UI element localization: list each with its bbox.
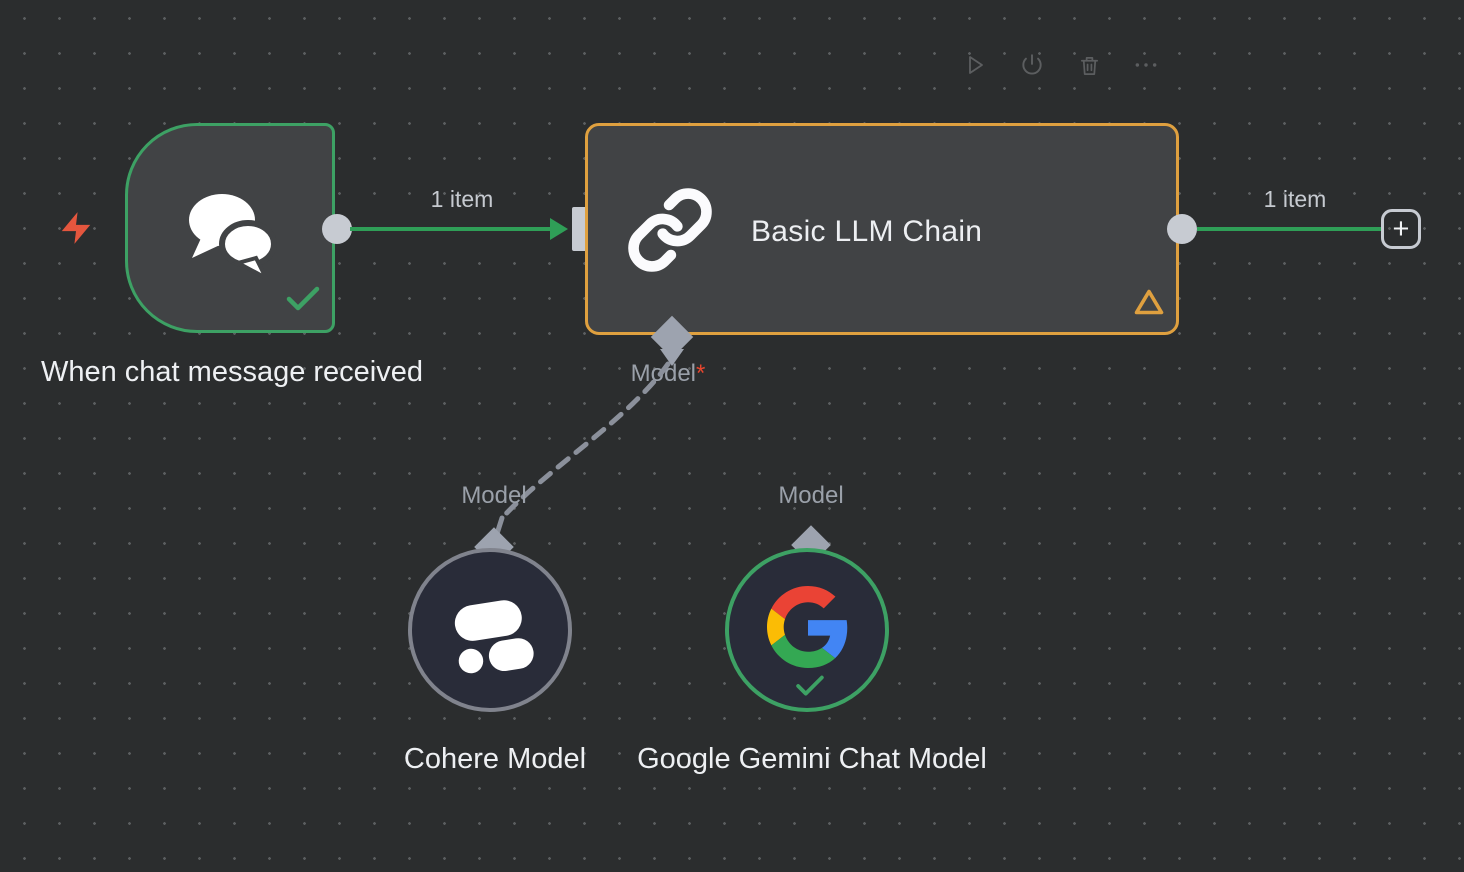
required-marker: *: [696, 360, 706, 387]
node-name-gemini: Google Gemini Chat Model: [637, 743, 987, 775]
node-title-basic-llm-chain: Basic LLM Chain: [751, 215, 983, 248]
gemini-port-label: Model: [778, 482, 844, 509]
llm-output-port[interactable]: [1167, 214, 1197, 244]
connection-llm-output[interactable]: [1197, 227, 1383, 231]
power-icon[interactable]: [1019, 52, 1045, 78]
cohere-port-label: Model: [461, 482, 527, 509]
success-check-icon: [286, 286, 320, 312]
trash-icon[interactable]: [1076, 52, 1102, 78]
connection-arrowhead: [550, 218, 568, 240]
model-port-text: Model: [630, 360, 697, 387]
plus-icon: +: [1392, 212, 1410, 245]
chain-link-icon: [626, 186, 714, 274]
more-options-icon[interactable]: [1133, 52, 1159, 78]
gemini-success-check-icon: [794, 675, 826, 697]
node-name-cohere: Cohere Model: [403, 743, 587, 775]
connection-items-label: 1 item: [430, 186, 494, 212]
node-basic-llm-chain[interactable]: Basic LLM Chain: [585, 123, 1179, 335]
warning-triangle-icon: [1133, 288, 1165, 316]
llm-model-port-label: Model*: [588, 360, 748, 388]
node-chat-trigger[interactable]: [125, 123, 335, 333]
google-logo-icon: [767, 586, 849, 668]
llm-input-port[interactable]: [572, 207, 589, 251]
connection-trigger-to-llm[interactable]: [350, 227, 554, 231]
chat-bubbles-icon: [180, 184, 284, 280]
trigger-output-port[interactable]: [322, 214, 352, 244]
add-node-button[interactable]: +: [1381, 209, 1421, 249]
node-toolbar: [962, 52, 1159, 78]
node-google-gemini[interactable]: [725, 548, 889, 712]
node-cohere-model[interactable]: [408, 548, 572, 712]
trigger-bolt-icon: [57, 208, 95, 248]
cohere-logo-icon: [440, 580, 542, 682]
connection-items-label-2: 1 item: [1263, 186, 1327, 212]
play-icon[interactable]: [962, 52, 988, 78]
node-name-chat-trigger: When chat message received: [40, 356, 424, 388]
